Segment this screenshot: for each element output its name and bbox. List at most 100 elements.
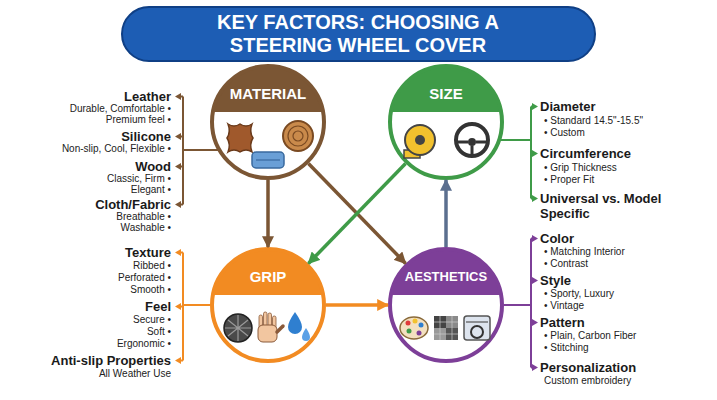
pattern-swatch-icon xyxy=(434,316,446,328)
aesthetics-bracket xyxy=(532,277,538,284)
leather-icon xyxy=(227,124,253,152)
car-interior-icon xyxy=(466,321,488,322)
palette-icon xyxy=(417,331,422,336)
size-bracket xyxy=(501,103,538,202)
aesthetics-bracket xyxy=(532,235,538,242)
tread-icon xyxy=(225,315,251,341)
title-text: KEY FACTORS: CHOOSING A STEERING WHEEL C… xyxy=(188,8,528,60)
factor-title: MATERIAL xyxy=(210,82,326,106)
flow-arrow xyxy=(444,180,448,247)
hand-icon xyxy=(277,326,283,332)
tape-measure-icon xyxy=(405,125,435,155)
circle-fill xyxy=(390,249,502,361)
factor-heading: Universal vs. Model Specific xyxy=(540,191,670,221)
factor-detail: Ergonomic • xyxy=(117,338,171,350)
factor-title: SIZE xyxy=(388,82,504,106)
factor-heading: Wood xyxy=(135,159,171,174)
factor-heading: Style xyxy=(540,273,571,288)
car-interior-icon xyxy=(464,316,490,340)
palette-icon xyxy=(407,329,412,334)
hand-icon xyxy=(259,315,263,329)
factor-heading: Leather xyxy=(124,89,171,104)
wood-icon xyxy=(283,121,313,151)
factor-detail: Perforated • xyxy=(118,272,171,284)
tread-icon xyxy=(224,314,252,342)
steering-wheel-icon xyxy=(456,124,488,156)
leather-icon xyxy=(227,124,253,152)
factor-heading: Color xyxy=(540,231,574,246)
circle-outline xyxy=(388,247,504,363)
flow-arrow xyxy=(308,164,405,264)
tread-icon xyxy=(224,314,252,342)
tape-measure-icon xyxy=(404,150,420,158)
factor-heading: Personalization xyxy=(540,360,636,375)
factor-detail: • Grip Thickness xyxy=(544,162,617,174)
steering-wheel-icon xyxy=(468,138,476,146)
factor-heading: Texture xyxy=(125,245,171,260)
factor-detail: • Plain, Carbon Fiber xyxy=(544,330,636,342)
hand-icon xyxy=(264,312,268,328)
title-banner xyxy=(122,7,595,61)
wood-icon xyxy=(293,131,303,141)
hand-icon xyxy=(258,325,277,342)
hand-icon xyxy=(273,316,277,329)
circle-fill xyxy=(390,66,502,178)
wood-icon xyxy=(288,126,308,146)
factor-circle: AESTHETICS xyxy=(388,247,504,363)
factor-detail: Ribbed • xyxy=(133,260,171,272)
factor-detail: Premium feel • xyxy=(106,114,171,126)
factor-detail: • Vintage xyxy=(544,300,584,312)
grip-bracket xyxy=(175,249,210,364)
palette-icon xyxy=(419,323,424,328)
factor-detail: • Custom xyxy=(544,127,585,139)
factor-detail: • Sporty, Luxury xyxy=(544,288,614,300)
circle-ring xyxy=(390,249,502,361)
factor-detail: Durable, Comfortable • xyxy=(70,103,171,115)
pattern-swatch-icon xyxy=(446,316,458,328)
factor-detail: Non-slip, Cool, Flexible • xyxy=(62,143,171,155)
flow-arrow xyxy=(326,303,388,307)
factor-detail: • Stitching xyxy=(544,342,589,354)
grip-bracket xyxy=(175,249,181,256)
factor-heading: Diameter xyxy=(540,99,596,114)
circle-fill xyxy=(212,249,324,361)
pattern-swatch-icon xyxy=(434,316,458,340)
circle-ring xyxy=(212,249,324,361)
circle-outline xyxy=(210,64,326,180)
water-drop-icon xyxy=(288,312,302,334)
flow-arrow xyxy=(266,180,270,247)
factor-heading: Pattern xyxy=(540,315,585,330)
material-bracket xyxy=(175,93,181,100)
factor-heading: Circumference xyxy=(540,146,631,161)
water-drop-icon xyxy=(302,328,310,341)
palette-icon xyxy=(413,319,418,324)
car-interior-icon xyxy=(464,316,490,340)
factor-circle: GRIP xyxy=(210,247,326,363)
aesthetics-bracket xyxy=(504,235,538,371)
car-interior-icon xyxy=(471,326,483,338)
palette-icon xyxy=(400,317,428,339)
size-bracket xyxy=(532,195,538,202)
tape-measure-icon xyxy=(404,125,435,158)
tape-measure-icon xyxy=(415,135,425,145)
hand-icon xyxy=(268,313,272,328)
hand-icon xyxy=(258,312,283,342)
factor-circle: SIZE xyxy=(388,64,504,180)
factor-heading: Anti-slip Properties xyxy=(51,353,171,368)
factor-detail: • Contrast xyxy=(544,258,588,270)
factor-detail: • Proper Fit xyxy=(544,174,594,186)
factor-heading: Cloth/Fabric xyxy=(95,197,171,212)
grip-bracket xyxy=(175,357,181,364)
factor-detail: Custom embroidery xyxy=(544,375,631,387)
size-bracket xyxy=(501,107,533,199)
grip-bracket xyxy=(180,253,210,361)
factor-detail: Breathable • xyxy=(116,211,171,223)
factor-detail: • Standard 14.5"-15.5" xyxy=(544,115,643,127)
cloth-icon xyxy=(256,159,280,160)
wood-icon xyxy=(283,121,313,151)
material-bracket xyxy=(175,201,181,208)
steering-wheel-icon xyxy=(456,124,488,156)
factor-detail: Smooth • xyxy=(130,284,171,296)
